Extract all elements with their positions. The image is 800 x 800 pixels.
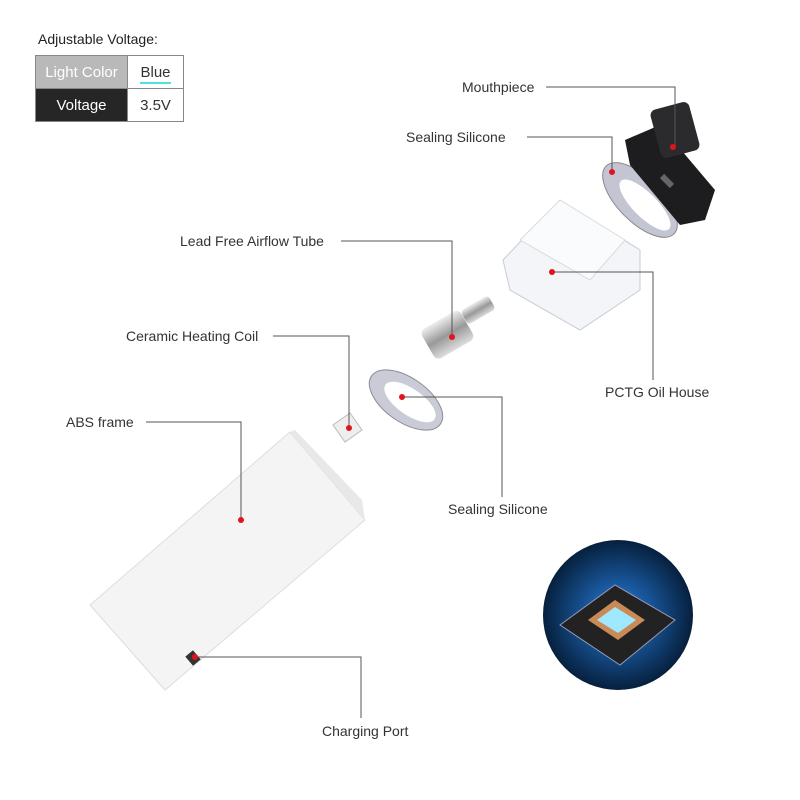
spec-table: Light Color Blue Voltage 3.5V bbox=[35, 55, 184, 122]
table-row: Voltage 3.5V bbox=[35, 88, 184, 122]
label-oil-house: PCTG Oil House bbox=[605, 384, 710, 400]
label-heating-coil: Ceramic Heating Coil bbox=[126, 328, 259, 344]
callout-dots bbox=[192, 144, 676, 660]
pctg-oil-house bbox=[502, 199, 641, 331]
leader-lines bbox=[146, 86, 676, 718]
spec-value: Blue bbox=[127, 55, 184, 89]
label-charging-port: Charging Port bbox=[322, 723, 409, 739]
label-airflow-tube: Lead Free Airflow Tube bbox=[180, 233, 324, 249]
chip-image bbox=[543, 540, 693, 690]
label-abs-frame: ABS frame bbox=[66, 414, 134, 430]
spec-value: 3.5V bbox=[127, 88, 184, 122]
label-sealing-silicone-bottom: Sealing Silicone bbox=[448, 501, 548, 517]
table-row: Light Color Blue bbox=[35, 55, 184, 89]
spec-title: Adjustable Voltage: bbox=[38, 31, 158, 47]
label-sealing-silicone-top: Sealing Silicone bbox=[406, 129, 506, 145]
sealing-silicone-bottom bbox=[368, 369, 444, 431]
spec-value-text: Blue bbox=[140, 63, 171, 84]
abs-frame bbox=[89, 430, 366, 691]
airflow-tube bbox=[421, 296, 495, 359]
label-mouthpiece: Mouthpiece bbox=[462, 79, 535, 95]
spec-key: Voltage bbox=[35, 88, 128, 122]
